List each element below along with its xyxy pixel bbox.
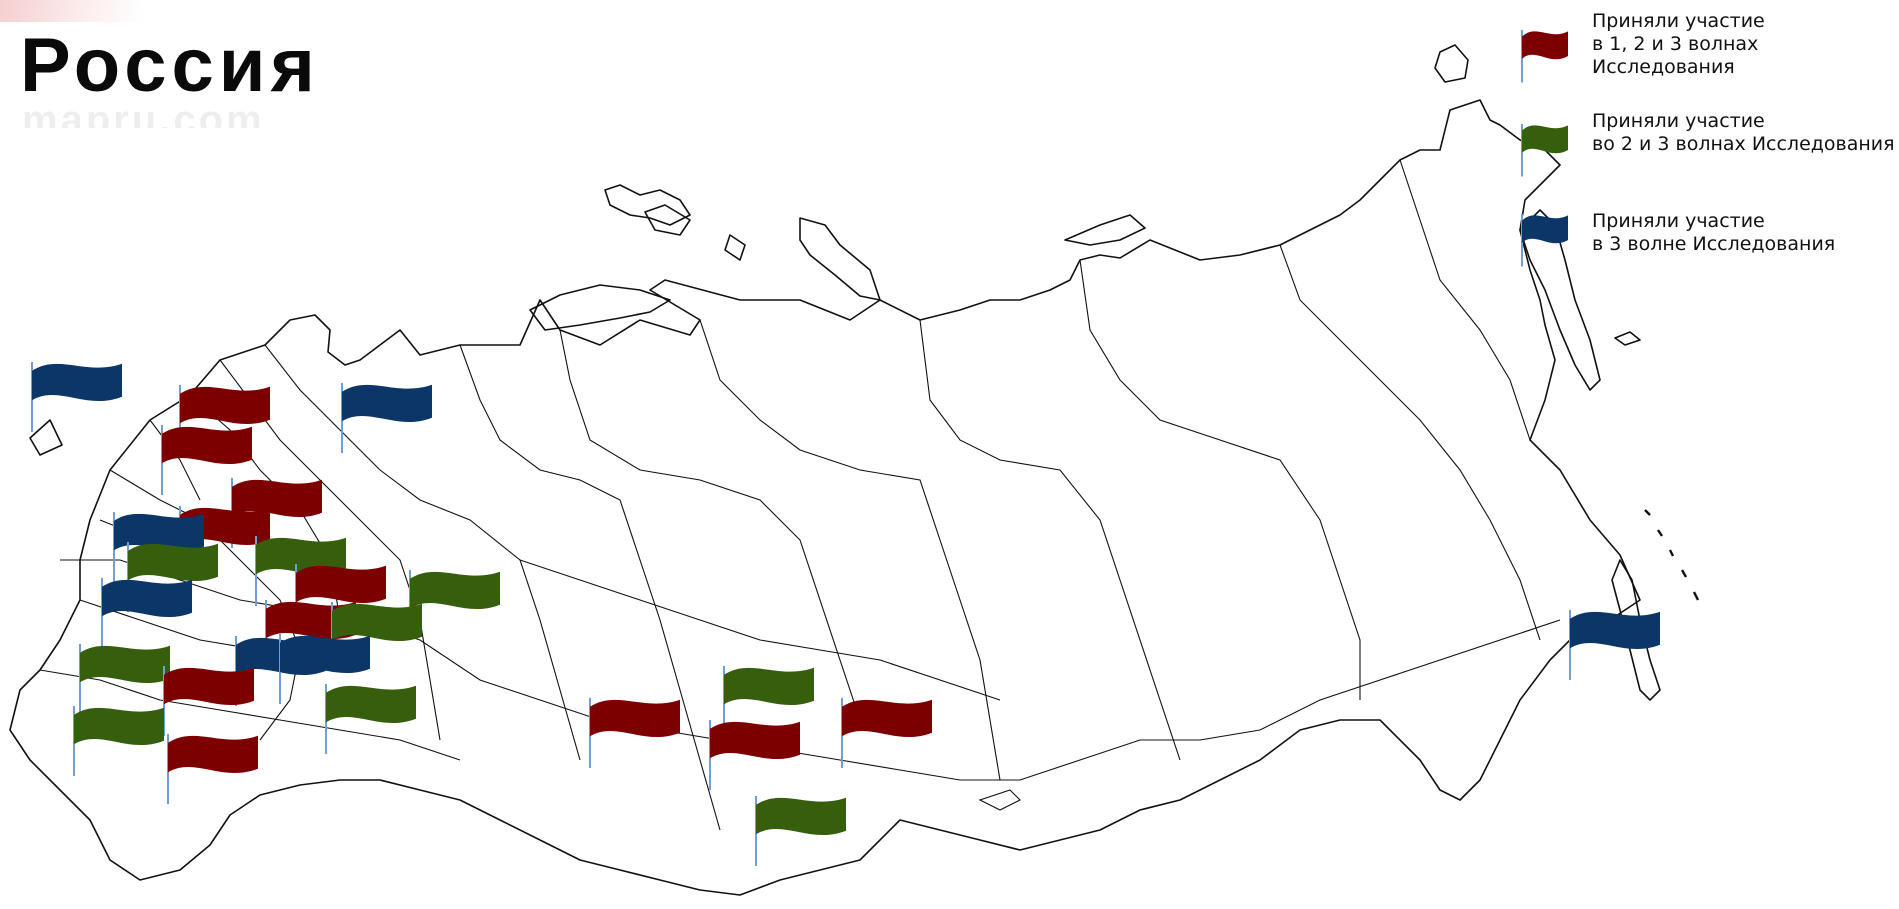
flag-perm	[409, 570, 500, 640]
flag-smolensk	[113, 512, 204, 582]
legend-label: Приняли участие в 1, 2 и 3 волнах Исслед…	[1592, 10, 1765, 78]
legend-label: Приняли участие в 3 волне Исследования	[1592, 210, 1836, 255]
legend-item-wave3: Приняли участие в 3 волне Исследования	[1520, 210, 1899, 290]
flag-volgograd	[167, 734, 258, 804]
flag-kaliningrad	[31, 362, 122, 432]
legend-flag-wave23	[1521, 124, 1568, 177]
flag-sakhalin	[1569, 610, 1660, 680]
flag-omsk	[589, 698, 680, 768]
flag-krasnoyarsk-south	[841, 698, 932, 768]
legend: Приняли участие в 1, 2 и 3 волнах Исслед…	[1520, 10, 1899, 290]
flag-karelia	[341, 383, 432, 453]
watermark: mapru.com	[22, 100, 265, 128]
map-title: Россия	[20, 23, 320, 108]
legend-flag-wave123	[1521, 30, 1568, 83]
legend-item-wave123: Приняли участие в 1, 2 и 3 волнах Исслед…	[1520, 10, 1899, 110]
corner-decoration	[0, 0, 180, 22]
flags-layer	[31, 362, 1660, 866]
legend-item-wave23: Приняли участие во 2 и 3 волнах Исследов…	[1520, 110, 1899, 210]
arctic-islands	[529, 44, 1641, 346]
kuril-islands	[1644, 509, 1700, 601]
legend-flag-wave3	[1521, 214, 1568, 267]
flag-yaroslavl	[255, 536, 346, 606]
flag-samara	[325, 684, 416, 754]
flag-altai	[755, 796, 846, 866]
flag-kursk	[79, 644, 170, 714]
flag-bryansk	[101, 578, 192, 648]
flag-rostov	[73, 706, 164, 776]
legend-label: Приняли участие во 2 и 3 волнах Исследов…	[1592, 110, 1895, 155]
flag-novgorod	[161, 425, 252, 495]
flag-novosibirsk	[709, 720, 800, 790]
legend-flags	[1521, 30, 1568, 267]
sakhalin-island	[1611, 559, 1661, 701]
flag-voronezh	[163, 666, 254, 736]
flag-penza	[279, 634, 370, 704]
